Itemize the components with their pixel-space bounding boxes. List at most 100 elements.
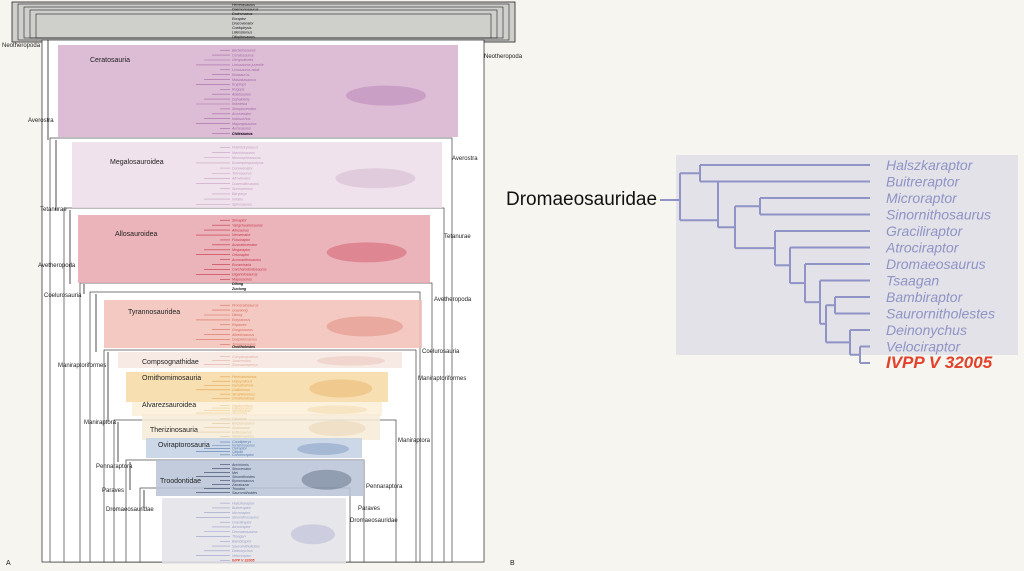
clade-allosauroidea: AllosauroideaSinraptorYangchuanosaurusAl…	[78, 215, 430, 283]
taxon-label: Carcharodontosaurus	[232, 268, 267, 272]
outgroup-taxon: Herrerasaurus	[232, 3, 255, 7]
taxon-label: Orkoraptor	[232, 253, 250, 257]
clade-tyrannosauridea: TyrannosaurideaProceratosaurusGuanlongDi…	[104, 300, 422, 348]
taxon-label: Arcovenator	[231, 112, 252, 116]
taxon-label: Alxasaurus	[231, 426, 250, 430]
taxon-label: Sinosauropteryx	[232, 363, 258, 367]
taxon-label: Troodon	[232, 487, 245, 491]
silhouette-icon	[290, 524, 335, 545]
silhouette-icon	[326, 316, 403, 337]
clade-title: Dromaeosauridae	[506, 189, 657, 210]
taxon-label: Kryptops	[232, 83, 246, 87]
taxon-label: Giganotosaurus	[232, 273, 258, 277]
taxon-label: Atrociraptor	[231, 525, 251, 529]
clade-troodontidae: TroodontidaeAnchiornisSinovenatorMeiSino…	[156, 460, 364, 496]
taxon-label: Ilokelesia	[232, 102, 247, 106]
clade-box	[146, 438, 362, 458]
taxon-label: Sinornithosaurus	[886, 207, 991, 223]
taxon-label: Dromaeosaurus	[886, 256, 986, 272]
backbone-label-left: Avetheropoda	[38, 263, 76, 269]
taxon-label: Afrovenator	[231, 177, 251, 181]
taxon-label: Limusaurus juvenile	[232, 63, 264, 67]
taxon-label: Tyrannosaurus	[232, 343, 256, 347]
taxon-label: Gorgosaurus	[232, 328, 253, 332]
silhouette-icon	[335, 168, 416, 189]
taxon-label: Deinonychus	[232, 549, 253, 553]
clade-label: Megalosauroidea	[110, 159, 164, 166]
taxon-label: Tsaagan	[232, 535, 246, 539]
taxon-label: Baryonyx	[232, 192, 247, 196]
backbone-label-left: Tetanurae	[40, 207, 67, 213]
taxon-label: Dubreuillosaurus	[232, 182, 259, 186]
taxon-label: Oviraptor	[232, 447, 248, 451]
backbone-label-right: Coelurosauria	[422, 349, 460, 355]
taxon-label: Sinraptor	[232, 218, 247, 222]
taxon-label: Dahalokely	[232, 97, 250, 101]
taxon-label: Gallimimus	[232, 388, 250, 392]
panel-a-letter: A	[6, 560, 11, 567]
taxon-label: Albertosaurus	[231, 333, 254, 337]
taxon-label: Fukuiraptor	[232, 238, 251, 242]
taxon-label: Mei	[232, 471, 238, 475]
clade-box	[142, 414, 380, 440]
backbone-label-right: Averostra	[452, 156, 478, 162]
outgroup-taxon: Coelophysis	[232, 26, 252, 30]
backbone-label-right: Dromaeosauridae	[350, 518, 398, 524]
backbone-label-left: Maniraptora	[84, 420, 117, 426]
taxon-label: Velociraptor	[232, 554, 252, 558]
taxon-label: Spinosaurus	[232, 202, 252, 206]
taxon-label: Sinovenator	[232, 467, 252, 471]
taxon-label: Carnotaurus	[232, 132, 252, 136]
taxon-label: Deinonychus	[886, 322, 967, 338]
taxon-label: Velociraptor	[886, 339, 962, 355]
clade-box	[118, 352, 402, 368]
taxon-label: Microraptor	[232, 511, 251, 515]
clade-label: Compsognathidae	[142, 359, 199, 366]
taxon-label: Saurornitholestes	[232, 544, 260, 548]
taxon-label: Pelecanimimus	[232, 375, 257, 379]
taxon-label: Patagonykus	[232, 406, 253, 410]
taxon-label: Genyodectes	[232, 58, 253, 62]
taxon-label: Piatnitzkysaurus	[232, 146, 258, 150]
clade-box	[72, 142, 442, 208]
taxon-label: Caudipteryx	[232, 440, 251, 444]
taxon-label: Juravenator	[231, 359, 252, 363]
taxon-label: Ceratosaurus	[232, 53, 254, 57]
taxon-label: Neovenator	[232, 233, 251, 237]
backbone-label-right: Tetanurae	[444, 234, 471, 240]
taxon-label: Eocarcharia	[232, 263, 251, 267]
taxon-label: Guanlong	[232, 308, 248, 312]
taxon-label: Microraptor	[886, 190, 958, 206]
taxon-label: Harpymimus	[232, 379, 252, 383]
silhouette-icon	[297, 443, 350, 455]
taxon-label: Buitreraptor	[232, 506, 252, 510]
outgroup-taxa: HerrerasaurusDaemonosaurusEodromaeusEora…	[232, 3, 259, 39]
backbone-label-right: Pennaraptora	[366, 484, 403, 490]
silhouette-icon	[307, 405, 367, 414]
outgroup-taxon: Eoraptor	[232, 17, 247, 21]
backbone-label-left: Coelurosauria	[44, 293, 82, 299]
outgroup-taxon: Eodromaeus	[232, 12, 253, 16]
clade-label: Ornithomimosauria	[142, 375, 201, 382]
clade-therizinosauria: TherizinosauriaFalcariusBeipiaosaurusAlx…	[142, 414, 380, 440]
panel-b-box	[676, 155, 1018, 355]
clade-box	[132, 402, 382, 416]
taxon-label: Eustreptospondylus	[232, 161, 264, 165]
silhouette-icon	[346, 85, 426, 106]
taxon-label: Beipiaosaurus	[232, 421, 255, 425]
taxon-label: Noasaurus	[232, 73, 250, 77]
taxon-label: Saurornitholestes	[886, 306, 995, 322]
taxon-label: Masiakasaurus	[232, 78, 256, 82]
clade-groups: CeratosauriaBerberosaurusCeratosaurusGen…	[58, 45, 458, 564]
clade-ornithomimosauria: Ornithomimosauria PelecanimimusHarpymimus…	[126, 372, 388, 402]
taxon-label: Mononykus	[232, 409, 251, 413]
taxon-label: Atrociraptor	[885, 240, 960, 256]
taxon-label: Compsognathus	[232, 355, 258, 359]
taxon-label: Suchomimus	[232, 187, 253, 191]
taxon-label: Mapusaurus	[232, 278, 252, 282]
clade-label: Ceratosauria	[90, 57, 130, 64]
taxon-label: Proceratosaurus	[232, 303, 259, 307]
clade-ceratosauria: CeratosauriaBerberosaurusCeratosaurusGen…	[58, 45, 458, 137]
